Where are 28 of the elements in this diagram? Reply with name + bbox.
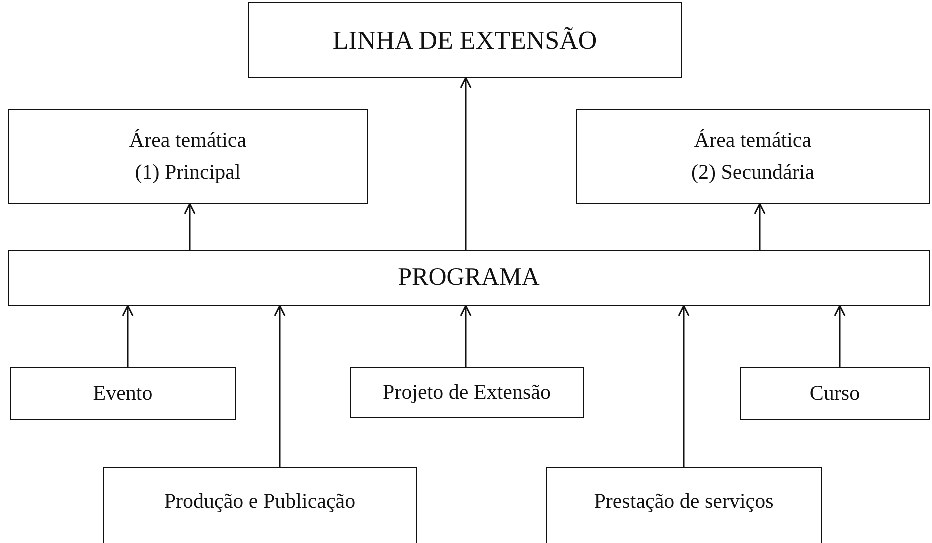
arrow — [184, 203, 196, 250]
node-text: Área temática — [129, 127, 247, 154]
category-box — [8, 109, 368, 204]
node-text: (2) Secundária — [691, 158, 815, 186]
node-text: Área temática — [694, 127, 812, 154]
node-text: LINHA DE EXTENSÃO — [332, 24, 598, 56]
node-text: Prestação de serviços — [594, 488, 774, 515]
title-box — [248, 2, 682, 78]
arrow — [834, 305, 846, 367]
arrow — [274, 305, 286, 467]
arrow — [678, 305, 690, 467]
node-text: Produção e Publicação — [164, 488, 356, 515]
category-box — [546, 467, 822, 543]
program-box — [8, 250, 930, 306]
category-box — [350, 367, 584, 418]
node-text: PROGRAMA — [398, 263, 540, 294]
node-text: (1) Principal — [135, 158, 241, 186]
arrow — [460, 305, 472, 367]
category-box — [103, 467, 417, 543]
node-text: Curso — [810, 380, 860, 407]
category-box — [576, 109, 930, 204]
arrow — [460, 77, 472, 250]
node-text: Projeto de Extensão — [383, 378, 551, 406]
category-box — [740, 367, 930, 420]
arrow — [754, 203, 766, 250]
node-text: Evento — [93, 380, 153, 407]
arrow — [122, 305, 134, 367]
category-box — [10, 367, 236, 420]
